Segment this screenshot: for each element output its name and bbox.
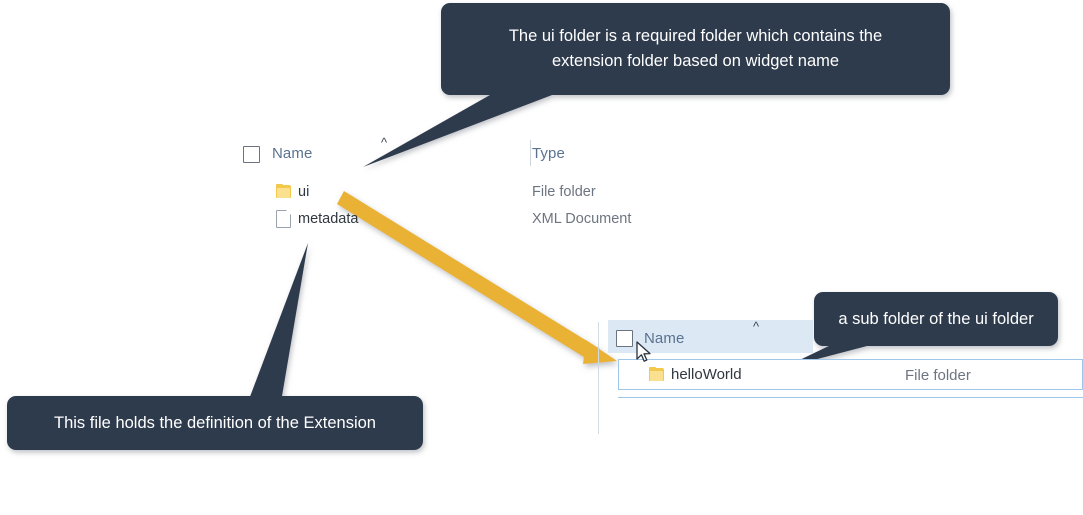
callout-line: This file holds the definition of the Ex… [54,413,376,432]
column-header-name[interactable]: Name [644,330,685,347]
panel-divider [598,322,599,434]
file-name[interactable]: ui [298,184,310,200]
table-row[interactable]: helloWorld File folder [598,364,1083,391]
ui-folder-callout: The ui folder is a required folder which… [441,3,950,95]
file-name[interactable]: helloWorld [671,366,742,383]
file-list-primary: Name ^ Type ui File folder metadata XML … [238,135,758,234]
file-type: File folder [905,367,971,384]
sort-chevron-up-icon: ^ [381,135,388,150]
table-row[interactable]: metadata XML Document [238,207,758,234]
file-name[interactable]: metadata [298,211,359,227]
callout-line: a sub folder of the ui folder [838,309,1034,328]
sub-folder-callout: a sub folder of the ui folder [814,292,1058,346]
column-header-type[interactable]: Type [532,145,565,162]
file-list-header: Name ^ [598,318,1083,350]
row-underline [618,397,1083,398]
column-header-name[interactable]: Name [272,145,313,162]
table-row[interactable]: ui File folder [238,180,758,207]
column-divider[interactable] [530,140,531,166]
select-all-checkbox[interactable] [243,146,260,163]
file-list-header: Name ^ Type [238,135,758,170]
file-type: XML Document [532,211,632,227]
callout-line: extension folder based on widget name [551,52,840,70]
xml-document-icon [276,210,291,228]
callout-line: The ui folder is a required folder which… [508,27,883,45]
sort-chevron-up-icon: ^ [753,319,760,334]
folder-icon [649,367,664,381]
folder-icon [276,184,291,198]
selection-outline [618,359,1083,390]
mouse-cursor-icon [636,341,651,362]
metadata-callout: This file holds the definition of the Ex… [7,396,423,450]
file-type: File folder [532,184,596,200]
select-all-checkbox[interactable] [616,330,633,347]
